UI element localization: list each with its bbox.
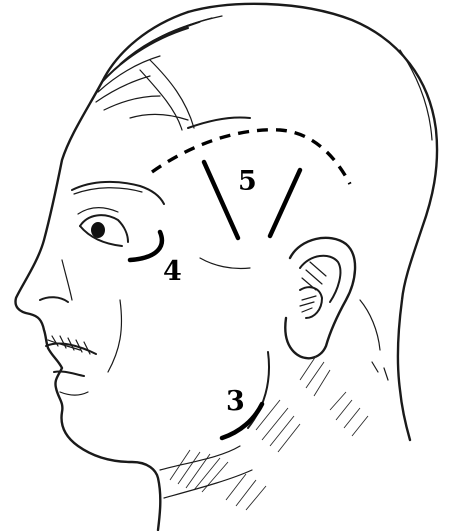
marker-3-label: 3	[226, 386, 245, 417]
lower-face-details	[40, 260, 122, 395]
incision-4-arc	[130, 232, 162, 260]
incision-5-left-line	[204, 162, 238, 238]
eyebrow	[72, 182, 164, 204]
marker-labels: 3 4 5	[163, 166, 257, 417]
neck-and-jaw	[160, 258, 388, 510]
incision-5-right-line	[270, 170, 300, 236]
hair-strokes	[96, 16, 432, 140]
ear	[285, 238, 355, 358]
eye	[78, 208, 128, 246]
head-back-outline	[188, 4, 437, 440]
marker-4-label: 4	[163, 256, 182, 287]
marker-5-label: 5	[238, 166, 257, 197]
